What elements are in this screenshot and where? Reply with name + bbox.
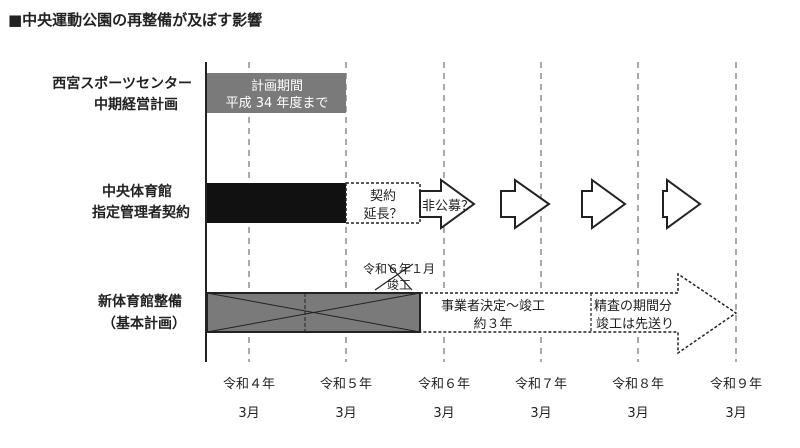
strike-line xyxy=(387,263,413,291)
axis-month-label: 3月 xyxy=(530,406,551,421)
plan-period-label: 平成 34 年度まで xyxy=(226,95,329,111)
row-label: 西宮スポーツセンター xyxy=(52,75,192,92)
current-contract-bar xyxy=(207,183,346,223)
extension-label: 延長？ xyxy=(363,207,402,222)
row-label: 中央体育館 xyxy=(102,183,172,200)
row-label: 指定管理者契約 xyxy=(92,204,190,221)
delay-label: 竣工は先送り xyxy=(596,317,674,332)
extension-label: 契約 xyxy=(370,189,396,204)
strike-line xyxy=(374,263,414,291)
axis-year-label: 令和７年 xyxy=(515,377,567,392)
construction-label: 約３年 xyxy=(473,317,512,332)
plan-period-label: 計画期間 xyxy=(251,78,303,94)
row-label: 新体育館整備 xyxy=(98,293,182,310)
arrow-right-icon xyxy=(500,178,551,230)
non-public-label: 非公募？ xyxy=(422,199,474,214)
axis-year-label: 令和６年 xyxy=(418,377,470,392)
construction-label: 事業者決定～竣工 xyxy=(441,298,545,314)
row-label: （基本計画） xyxy=(102,315,186,332)
axis-month-label: 3月 xyxy=(433,406,454,421)
axis-month-label: 3月 xyxy=(238,406,259,421)
contract-extension-box xyxy=(345,182,421,224)
axis-month-label: 3月 xyxy=(725,406,746,421)
arrow-right-icon xyxy=(419,178,476,230)
dotted-arrow-construction xyxy=(419,272,738,355)
axis-year-label: 令和５年 xyxy=(320,377,372,392)
axis-year-label: 令和８年 xyxy=(612,377,664,392)
old-completion-label: 令和６年１月 xyxy=(363,261,435,276)
arrow-right-icon xyxy=(581,178,627,230)
old-completion-label: 竣工 xyxy=(387,277,411,292)
diagram-title: ■中央運動公園の再整備が及ぼす影響 xyxy=(8,11,262,29)
axis-month-label: 3月 xyxy=(627,406,648,421)
arrow-right-icon xyxy=(662,178,702,230)
delay-label: 精査の期間分 xyxy=(594,299,672,314)
axis-month-label: 3月 xyxy=(335,406,356,421)
row-label: 中期経営計画 xyxy=(94,96,178,113)
plan-period-bar xyxy=(207,73,346,113)
axis-year-label: 令和４年 xyxy=(223,377,275,392)
axis-year-label: 令和９年 xyxy=(710,377,762,392)
cross-out-line xyxy=(206,292,421,333)
